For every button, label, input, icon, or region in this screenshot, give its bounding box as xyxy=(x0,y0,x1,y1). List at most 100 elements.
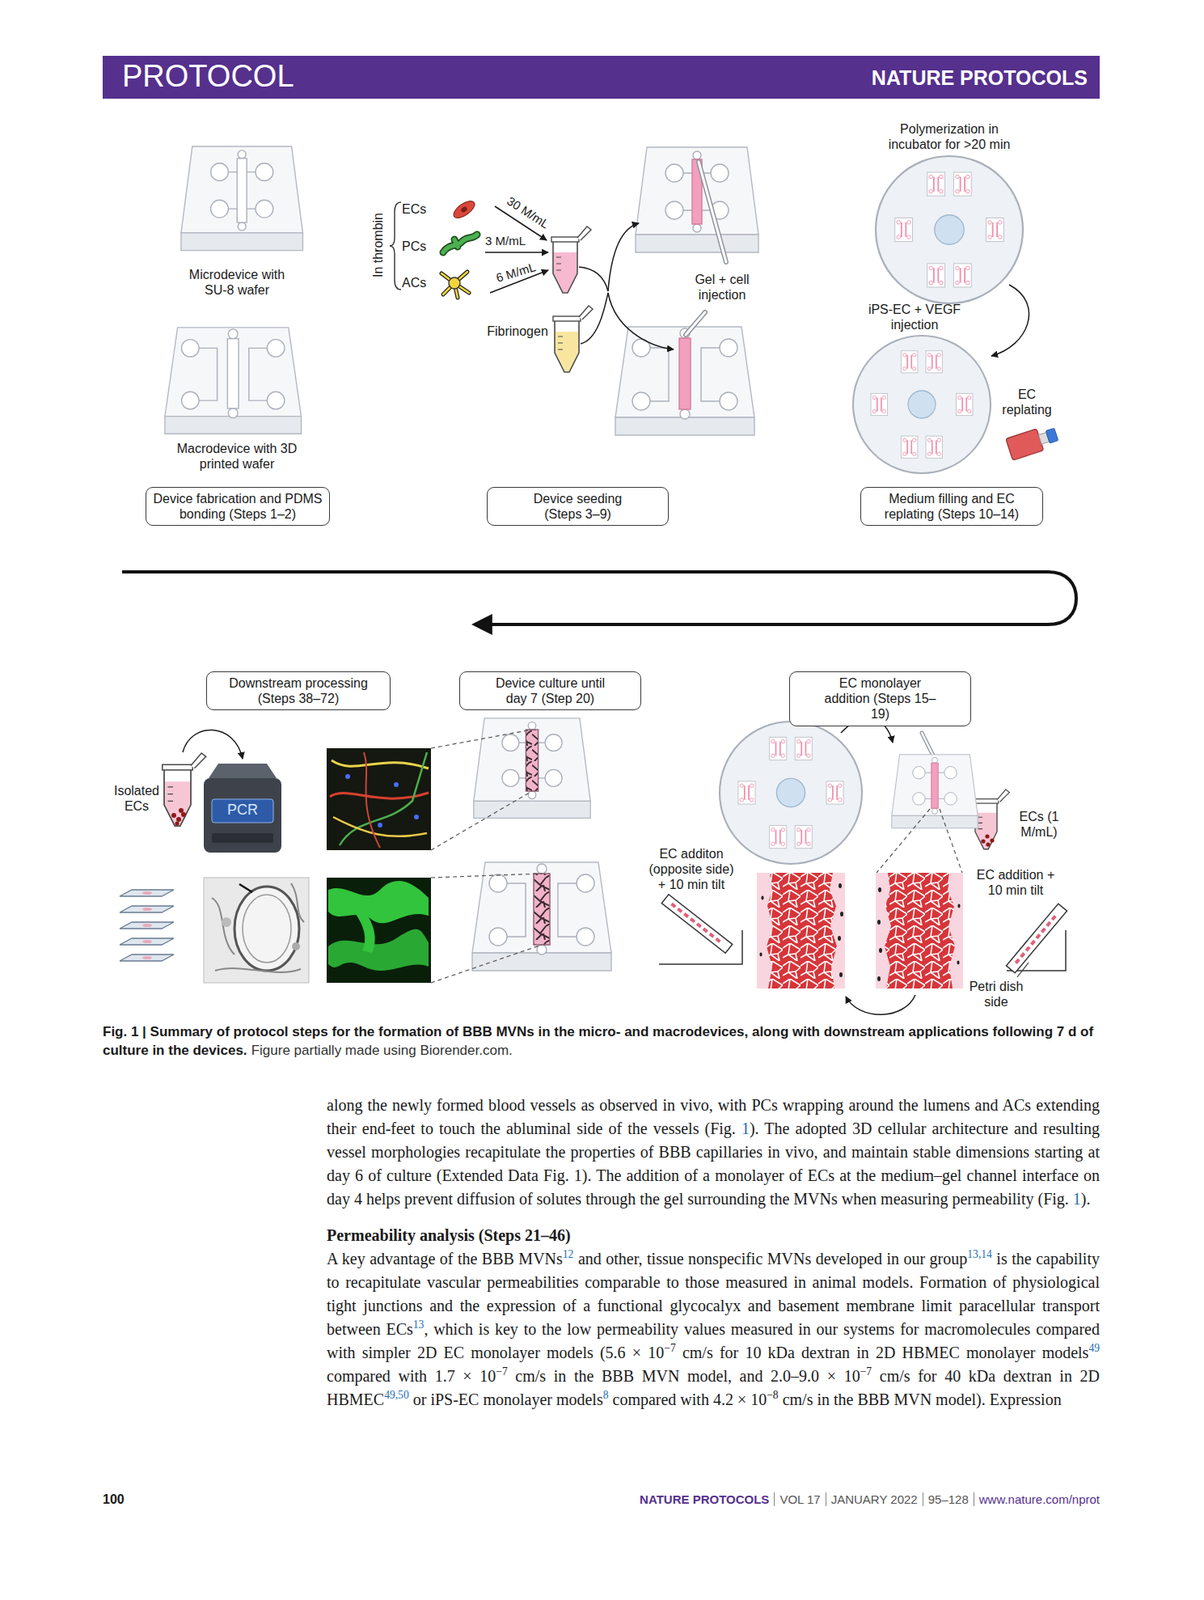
footer-text: NATURE PROTOCOLS xyxy=(639,1491,769,1506)
footer-text: www.nature.com/nprot xyxy=(973,1491,1100,1506)
body-text: ). xyxy=(1081,1189,1091,1208)
page-number: 100 xyxy=(102,1491,125,1507)
vessel-devices xyxy=(891,754,978,829)
body-text: compared with 4.2 × 10 xyxy=(608,1389,768,1408)
figure-caption: Fig. 1 | Summary of protocol steps for t… xyxy=(102,1022,1100,1061)
confocal-images xyxy=(333,816,427,837)
figure-label: Macrodevice with 3D printed wafer xyxy=(176,440,298,472)
tubes xyxy=(973,789,1010,850)
body-text: compared with 1.7 × 10 xyxy=(326,1366,496,1385)
petri-dishes xyxy=(853,335,991,474)
body-text: −7 xyxy=(663,1341,676,1354)
electron-micrograph xyxy=(242,894,292,963)
confocal-images xyxy=(345,773,351,779)
histology-slides xyxy=(119,937,174,945)
footer-text: VOL 17 xyxy=(773,1491,820,1506)
cell-icons xyxy=(443,234,478,253)
histology-slides xyxy=(142,955,153,959)
cell-icons xyxy=(460,205,469,214)
body-text: −8 xyxy=(766,1388,778,1401)
figure-label: Polymerization in incubator for >20 min xyxy=(878,121,1021,153)
body-text: cm/s for 10 kDa dextran in 2D HBMEC mono… xyxy=(675,1343,1090,1361)
culture-flask xyxy=(1045,427,1058,444)
stage-label: Device fabrication and PDMS bonding (Ste… xyxy=(152,490,323,522)
histology-slides xyxy=(119,889,174,896)
gel-channel-views xyxy=(877,887,961,981)
histology-slides xyxy=(119,905,174,913)
zoom-lines xyxy=(430,790,533,850)
stage-box: Device fabrication and PDMS bonding (Ste… xyxy=(145,486,330,526)
flow-arrows xyxy=(608,223,639,292)
stage-label: Device seeding (Steps 3–9) xyxy=(521,490,635,522)
flow-arrows xyxy=(845,994,916,1014)
figure-label: Petri dish side xyxy=(963,978,1029,1010)
figure-label: EC replating xyxy=(994,386,1060,418)
screen-text: PCR xyxy=(214,801,271,820)
tilt-diagrams xyxy=(659,894,1068,977)
zoom-lines xyxy=(430,873,542,878)
device-drawings xyxy=(164,327,302,434)
cell-icons xyxy=(451,198,478,222)
gel-channel-views xyxy=(877,919,881,925)
caption-credit: Figure partially made using Biorender.co… xyxy=(251,1042,513,1058)
body-text: 13,14 xyxy=(967,1247,993,1260)
footer-text: 95–128 xyxy=(922,1491,969,1506)
body-text: A key advantage of the BBB MVNs xyxy=(326,1249,563,1268)
gel-channel-views xyxy=(759,952,762,957)
figure-label: In thrombin xyxy=(370,212,386,278)
flow-arrows xyxy=(182,729,243,759)
tubes xyxy=(980,838,985,843)
electron-micrograph xyxy=(239,883,253,892)
tubes xyxy=(985,841,990,846)
gel-channel-views xyxy=(957,904,960,909)
stage-label: Medium filling and EC replating (Steps 1… xyxy=(874,490,1029,522)
figure-label: iPS-EC + VEGF injection xyxy=(861,301,968,333)
body-text: −7 xyxy=(860,1364,872,1378)
stage-box: Device culture until day 7 (Step 20) xyxy=(459,671,642,710)
figure-label: Microdevice with SU-8 wafer xyxy=(178,266,296,298)
paragraph: along the newly formed blood vessels as … xyxy=(326,1093,1100,1211)
body-text: cm/s in the BBB MVN model, and 2.0–9.0 ×… xyxy=(507,1366,861,1385)
pipettes xyxy=(685,312,706,335)
gel-channel-views xyxy=(760,895,764,900)
gel-channel-views xyxy=(766,872,837,989)
confocal-images xyxy=(377,822,383,828)
tilt-diagrams xyxy=(1005,903,1067,973)
body-text: or iPS-EC monolayer models xyxy=(409,1389,604,1408)
petri-dishes xyxy=(875,156,1023,304)
pcr-machine xyxy=(211,798,274,823)
histology-slides xyxy=(142,891,153,895)
cell-icons xyxy=(441,271,469,298)
heading-text: Permeability analysis (Steps 21–46) xyxy=(326,1225,571,1244)
pipettes xyxy=(698,161,727,262)
gel-channel-views xyxy=(838,882,842,888)
stage-box: EC monolayer addition (Steps 15–19) xyxy=(789,671,972,727)
gel-channel-views xyxy=(837,935,841,941)
body-text: 49,50 xyxy=(384,1388,410,1401)
zoom-lines xyxy=(430,944,542,983)
pipettes xyxy=(698,161,727,262)
tilt-diagrams xyxy=(661,894,732,954)
stage-box: Downstream processing (Steps 38–72) xyxy=(206,671,391,710)
cell-icons xyxy=(443,234,478,253)
tilt-diagrams xyxy=(671,903,723,943)
vessel-devices xyxy=(472,861,612,971)
confocal-images xyxy=(326,747,431,983)
tilt-diagrams xyxy=(1017,962,1029,977)
electron-micrograph xyxy=(203,877,309,983)
histology-slides xyxy=(119,954,174,961)
figure-label: Isolated ECs xyxy=(108,782,165,814)
flow-arrows xyxy=(608,292,674,350)
gel-channel-views xyxy=(756,872,964,989)
body-text: cm/s in the BBB MVN model). Expression xyxy=(778,1389,1062,1408)
running-head: PROTOCOL xyxy=(122,58,446,96)
confocal-images xyxy=(393,781,399,787)
figure-label: 6 M/mL xyxy=(494,259,537,286)
gel-channel-views xyxy=(877,975,881,981)
device-drawings xyxy=(181,146,303,251)
tubes xyxy=(174,820,179,825)
section-heading: Permeability analysis (Steps 21–46) xyxy=(326,1223,1100,1247)
figure-label: ACs xyxy=(401,274,443,291)
journal-name: NATURE PROTOCOLS xyxy=(764,65,1088,90)
gel-channel-views xyxy=(884,872,955,989)
